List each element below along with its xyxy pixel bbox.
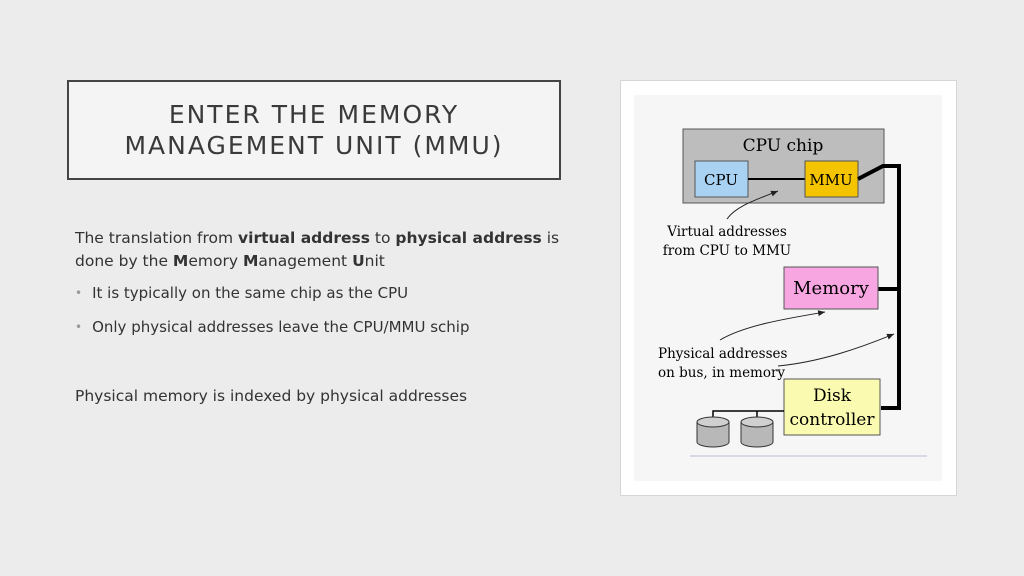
title-box: ENTER THE MEMORY MANAGEMENT UNIT (MMU) — [67, 80, 561, 180]
bullet-dot-icon: • — [75, 320, 83, 334]
bullet-text: Only physical addresses leave the CPU/MM… — [92, 318, 470, 336]
bold-text: virtual address — [238, 229, 370, 247]
disk-drum-icon — [740, 416, 774, 448]
cpu-chip-label: CPU chip — [743, 136, 824, 156]
text: anagement — [258, 252, 353, 270]
bold-text: M — [172, 252, 189, 270]
text: emory — [188, 252, 243, 270]
mmu-box — [804, 160, 859, 198]
virtual-note-line-1: Virtual addresses — [666, 224, 787, 240]
bold-text: U — [352, 252, 365, 270]
physical-address-arrow-bus — [777, 333, 895, 367]
bullet-item: • It is typically on the same chip as the… — [75, 284, 408, 302]
cpu-label: CPU — [704, 171, 738, 189]
memory-box — [783, 266, 879, 310]
disk-connector — [712, 410, 784, 418]
memory-label: Memory — [793, 278, 870, 299]
physical-address-arrow-memory — [719, 310, 826, 341]
system-bus — [857, 164, 901, 410]
title-line-1: ENTER THE MEMORY — [168, 100, 460, 129]
bold-text: M — [242, 252, 259, 270]
physical-note-line-1: Physical addresses — [658, 346, 787, 362]
text: to — [369, 229, 396, 247]
text: done by the — [75, 252, 173, 270]
disk-controller-box — [783, 378, 881, 436]
text: is — [541, 229, 560, 247]
cpu-box — [694, 160, 749, 198]
mmu-label: MMU — [809, 171, 852, 189]
text: nit — [364, 252, 385, 270]
bullet-text: It is typically on the same chip as the … — [92, 284, 409, 302]
bold-text: physical address — [395, 229, 542, 247]
paragraph-physical-memory: Physical memory is indexed by physical a… — [75, 387, 468, 405]
disk-controller-label-2: controller — [790, 410, 876, 430]
bullet-item: • Only physical addresses leave the CPU/M… — [75, 318, 470, 336]
physical-note-line-2: on bus, in memory — [658, 365, 785, 381]
title-line-2: MANAGEMENT UNIT (MMU) — [124, 131, 504, 160]
disk-controller-label-1: Disk — [813, 386, 852, 406]
bullet-dot-icon: • — [75, 286, 83, 300]
disk-drum-icon — [696, 416, 730, 448]
paragraph-translation: The translation from virtual address to … — [75, 227, 575, 273]
virtual-note-line-2: from CPU to MMU — [663, 243, 791, 259]
text: The translation from — [75, 229, 239, 247]
virtual-address-arrow — [726, 190, 779, 220]
